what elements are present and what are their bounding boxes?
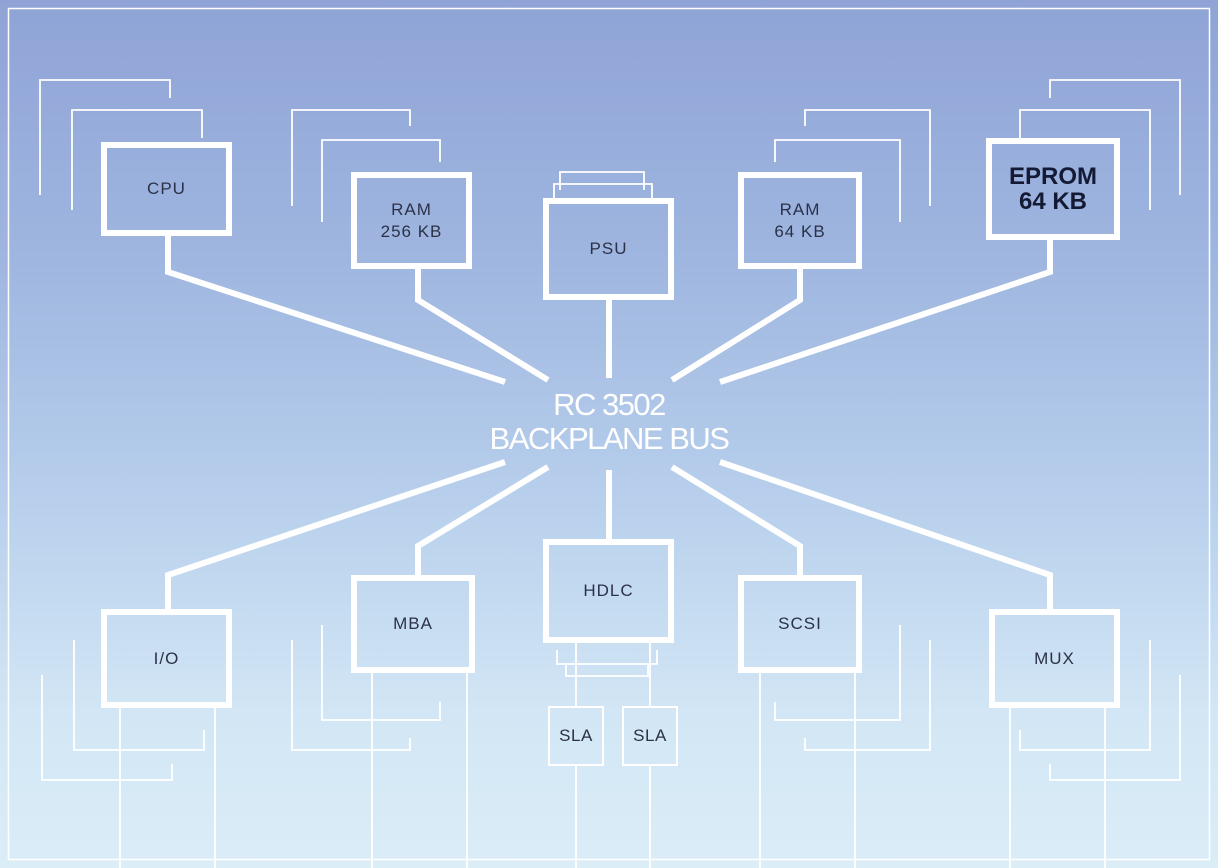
bus-label-line-1: RC 3502 [553, 387, 666, 422]
ram-64kb-module: RAM 64 KB [738, 172, 862, 269]
psu-module: PSU [543, 198, 674, 300]
external-cables [119, 640, 1106, 868]
bus-connectors [165, 233, 1053, 612]
hdlc-module: HDLC [543, 539, 674, 643]
outer-frame [7, 7, 1211, 861]
sla-module-1: SLA [548, 706, 604, 766]
sla-module-2: SLA [622, 706, 678, 766]
bus-label-line-2: BACKPLANE BUS [489, 421, 730, 456]
scsi-module: SCSI [738, 575, 862, 673]
eprom-module: EPROM 64 KB [986, 138, 1120, 240]
io-module: I/O [101, 609, 232, 708]
mux-module: MUX [989, 609, 1120, 708]
cpu-module: CPU [101, 142, 232, 236]
ram-256kb-module: RAM 256 KB [351, 172, 472, 269]
mba-module: MBA [351, 575, 475, 673]
stacked-card-outlines [39, 79, 1181, 781]
backplane-bus-label: RC 3502 BACKPLANE BUS [409, 388, 809, 456]
